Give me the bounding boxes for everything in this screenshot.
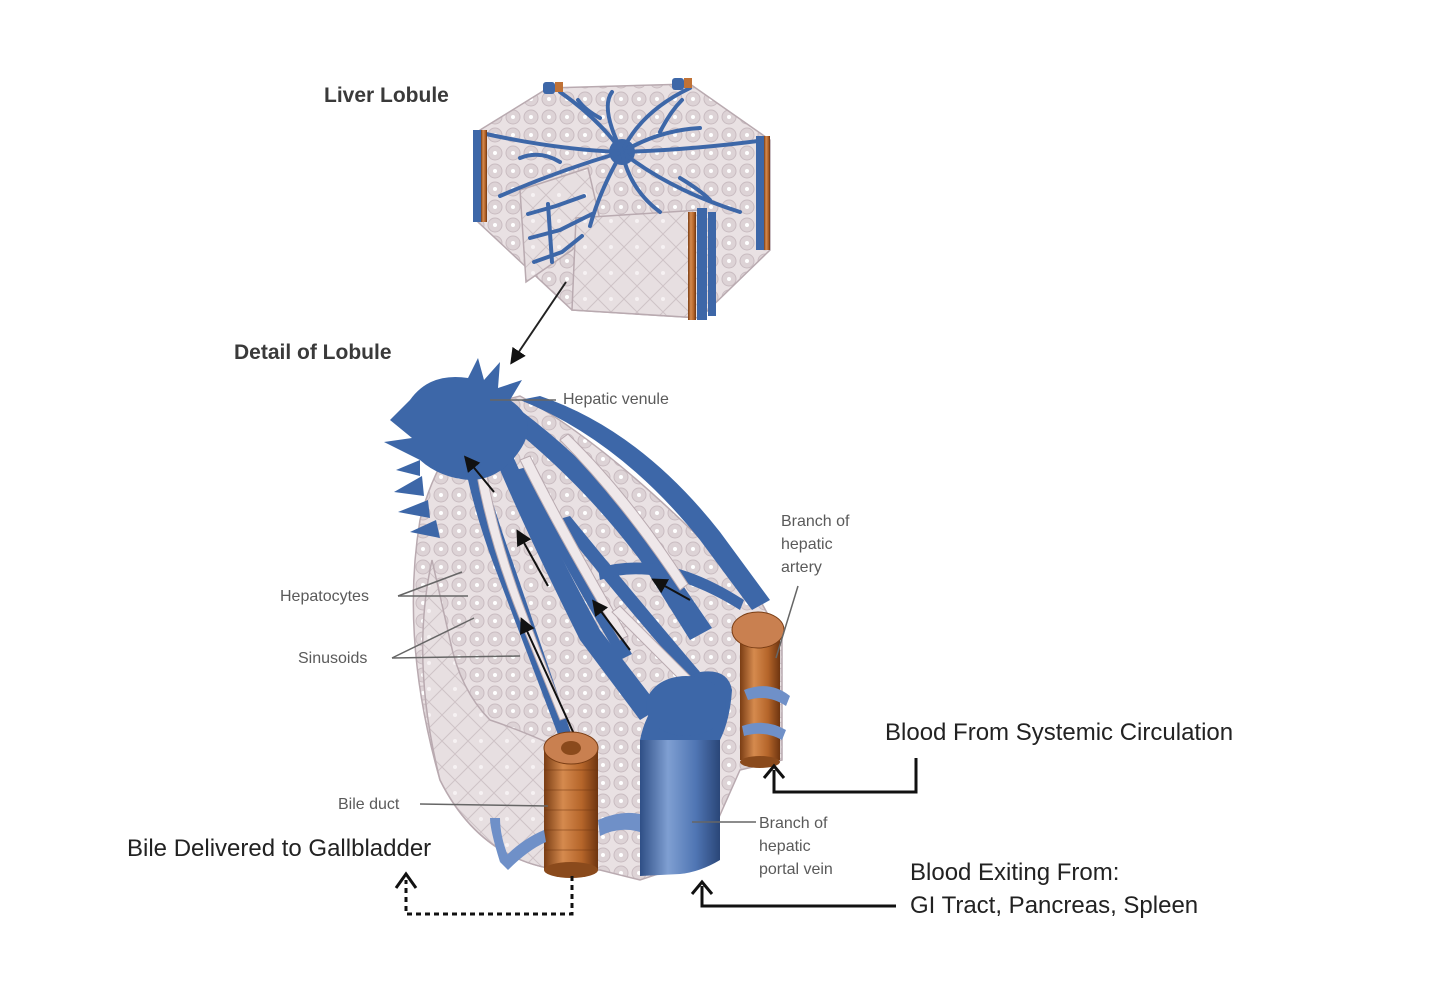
systemic-circulation-label: Blood From Systemic Circulation <box>885 719 1234 746</box>
bile-outflow-arrow <box>404 876 574 916</box>
liver-lobule-illustration <box>473 78 771 320</box>
bile-duct-cylinder <box>490 731 599 878</box>
portal-vein-label: Branch of hepatic portal vein <box>759 812 833 881</box>
hepatic-venule <box>384 358 528 538</box>
portal-vein-label-line-1: Branch of <box>759 815 828 832</box>
blood-exiting-label-line-2: GI Tract, Pancreas, Spleen <box>910 892 1199 919</box>
sinusoid-flow-arrows <box>463 455 691 735</box>
hepatocyte-plates <box>475 433 709 721</box>
hepatic-artery-cylinder <box>731 611 790 768</box>
detail-front-face <box>421 559 561 871</box>
hepatic-artery-label-line-3: artery <box>781 559 822 576</box>
portal-vein-label-line-2: hepatic <box>759 838 811 855</box>
portal-inflow-arrow <box>690 879 896 908</box>
bile-gallbladder-label: Bile Delivered to Gallbladder <box>127 835 432 862</box>
lobule-radiating-sinusoids <box>484 86 768 228</box>
hepatic-artery-label: Branch of hepatic artery <box>781 510 849 579</box>
lobule-cut-vessels <box>526 194 594 264</box>
portal-vein-cylinder <box>598 671 732 876</box>
hepatic-venule-label: Hepatic venule <box>563 391 669 408</box>
leader-lines <box>391 399 799 823</box>
zoom-arrow <box>510 281 567 365</box>
lobule-portal-triads <box>473 78 770 320</box>
systemic-inflow-arrow <box>762 758 918 794</box>
portal-vein-label-line-3: portal vein <box>759 861 833 878</box>
detail-lobule-illustration <box>384 358 790 881</box>
hepatocytes-label: Hepatocytes <box>280 588 369 605</box>
blood-exiting-label-line-1: Blood Exiting From: <box>910 859 1120 886</box>
hepatic-artery-label-line-2: hepatic <box>781 536 833 553</box>
hepatic-artery-label-line-1: Branch of <box>781 513 850 530</box>
liver-lobule-title: Liver Lobule <box>324 84 449 107</box>
sinusoids-label: Sinusoids <box>298 650 368 667</box>
bile-duct-label: Bile duct <box>338 796 400 813</box>
blood-exiting-label: Blood Exiting From: GI Tract, Pancreas, … <box>910 856 1198 922</box>
bile-outflow-arrowhead <box>394 871 418 889</box>
detail-of-lobule-title: Detail of Lobule <box>234 341 392 364</box>
